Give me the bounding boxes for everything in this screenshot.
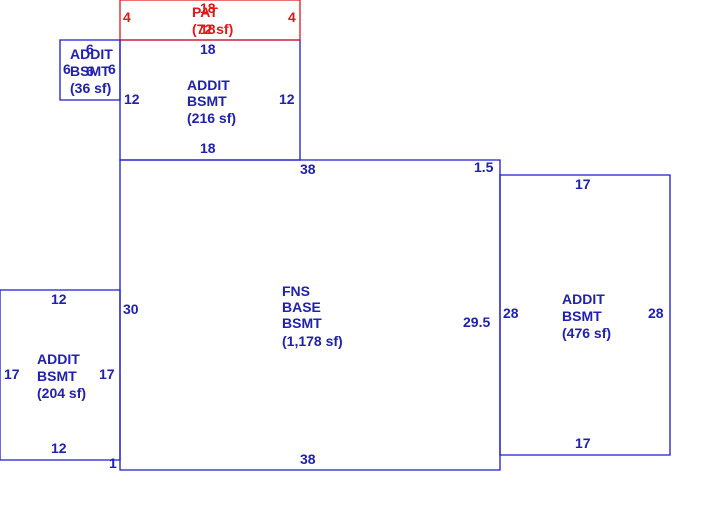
area-patio[interactable]: 18 PAT 18 (72 sf) 4 4: [119, 0, 301, 41]
patio-line1: PAT: [192, 4, 218, 20]
small-bsmt-dim-top: 6: [86, 41, 94, 57]
main-bsmt-area: (1,178 sf): [282, 333, 343, 349]
left-bsmt-dim-left: 17: [4, 366, 20, 382]
upper-bsmt-dim-bottom: 18: [200, 140, 216, 156]
left-bsmt-line2: BSMT: [37, 368, 77, 384]
main-bsmt-dim-bottom-left-offset: 1: [109, 455, 117, 471]
main-bsmt-dim-top-right-offset: 1.5: [474, 159, 494, 175]
outline-right-bsmt: [499, 174, 671, 456]
main-bsmt-line3: BSMT: [282, 315, 322, 331]
upper-bsmt-dim-right: 12: [279, 91, 295, 107]
outline-small-bsmt: [59, 39, 121, 101]
right-bsmt-dim-top: 17: [575, 176, 591, 192]
left-bsmt-dim-bottom: 12: [51, 440, 67, 456]
main-bsmt-line2: BASE: [282, 299, 321, 315]
outline-patio: [119, 0, 301, 41]
right-bsmt-line2: BSMT: [562, 308, 602, 324]
small-bsmt-line1: ADDIT: [70, 46, 113, 62]
small-bsmt-dim-bottom: 6: [86, 63, 94, 79]
right-bsmt-dim-left: 28: [503, 305, 519, 321]
main-bsmt-line1: FNS: [282, 283, 310, 299]
left-bsmt-dim-right: 17: [99, 366, 115, 382]
right-bsmt-dim-bottom: 17: [575, 435, 591, 451]
upper-bsmt-line2: BSMT: [187, 93, 227, 109]
upper-bsmt-area: (216 sf): [187, 110, 236, 126]
main-bsmt-dim-right: 29.5: [463, 314, 490, 330]
right-bsmt-area: (476 sf): [562, 325, 611, 341]
right-bsmt-line1: ADDIT: [562, 291, 605, 307]
patio-area: (72 sf): [192, 21, 233, 37]
small-bsmt-area: (36 sf): [70, 80, 111, 96]
small-bsmt-dim-left: 6: [63, 61, 71, 77]
upper-bsmt-dim-top: 18: [200, 41, 216, 57]
area-upper-bsmt[interactable]: ADDIT BSMT (216 sf) 18 18 12 12: [119, 39, 301, 161]
outline-left-bsmt: [0, 289, 121, 461]
area-main-bsmt[interactable]: FNS BASE BSMT (1,178 sf) 38 38 30 29.5 1…: [109, 159, 501, 471]
area-left-bsmt[interactable]: ADDIT BSMT (204 sf) 12 12 17 17: [0, 289, 121, 461]
left-bsmt-area: (204 sf): [37, 385, 86, 401]
left-bsmt-line1: ADDIT: [37, 351, 80, 367]
main-bsmt-dim-left: 30: [123, 301, 139, 317]
left-bsmt-dim-top: 12: [51, 291, 67, 307]
upper-bsmt-line1: ADDIT: [187, 77, 230, 93]
main-bsmt-dim-bottom: 38: [300, 451, 316, 467]
patio-dim-left: 4: [123, 9, 131, 25]
area-small-bsmt[interactable]: ADDIT BSMT (36 sf) 6 6 6 6: [59, 39, 121, 101]
patio-dim-right: 4: [288, 9, 296, 25]
patio-dim-top: 18: [200, 0, 216, 16]
small-bsmt-line2: BSMT: [70, 63, 110, 79]
right-bsmt-dim-right: 28: [648, 305, 664, 321]
main-bsmt-dim-top: 38: [300, 161, 316, 177]
upper-bsmt-dim-left: 12: [124, 91, 140, 107]
small-bsmt-dim-right: 6: [108, 61, 116, 77]
area-right-bsmt[interactable]: ADDIT BSMT (476 sf) 17 17 28 28: [499, 174, 671, 456]
patio-dim-bottom: 18: [200, 21, 216, 37]
